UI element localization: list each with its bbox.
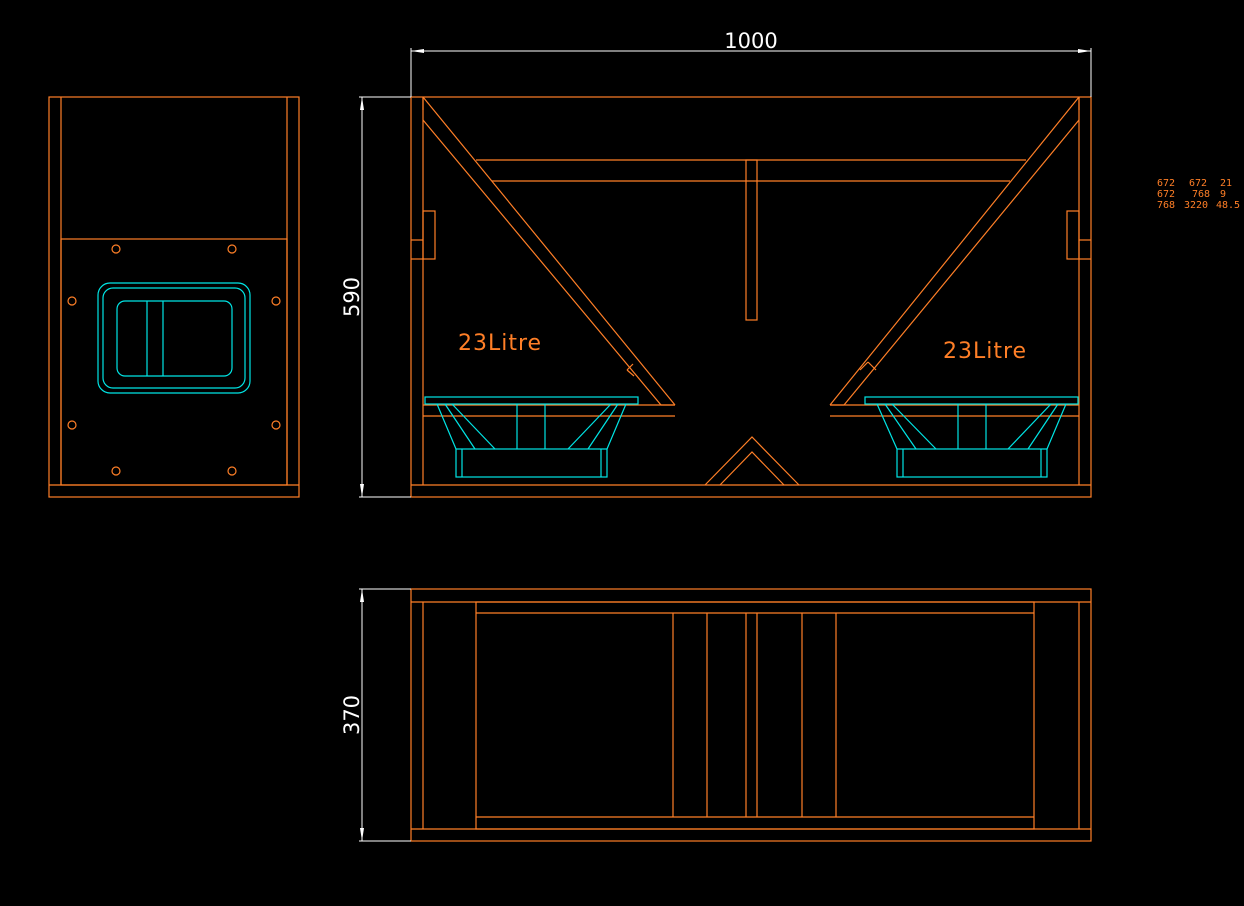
center-rod [745,159,758,321]
plan-inner-frame [475,601,1035,830]
dim-arrow [360,589,364,602]
note-r1-c2: 768 [1192,189,1210,200]
right-diagonal-tick [867,361,877,371]
width-dimension-label: 1000 [724,29,777,53]
dim-arrow [360,484,364,497]
left-diagonal-tick [626,363,634,371]
center-triangle-outer [704,436,800,486]
screw-hole [227,466,237,476]
driver-cone [1007,403,1052,450]
right-diagonal-inner [843,119,1080,406]
center-triangle-inner [719,451,785,486]
note-r0-c1: 672 [1157,178,1175,189]
plan-outer-frame [410,588,1092,842]
dim-arrow [360,97,364,110]
front-outer-frame [48,96,300,498]
left-driver [424,396,639,478]
driver-magnet [896,448,1048,478]
screw-hole [271,420,281,430]
driver-cone [884,403,917,450]
left-volume-label: 23Litre [458,331,542,356]
dimension-width: 1000 [410,29,1092,97]
screw-hole [67,420,77,430]
screw-hole [271,296,281,306]
screw-hole [227,244,237,254]
note-r1-c1: 672 [1157,189,1175,200]
screw-hole [111,466,121,476]
driver-cone [587,403,619,450]
dimension-height: 590 [340,96,411,498]
right-diagonal-tick [859,361,869,371]
note-r1-c3: 9 [1220,189,1226,200]
note-r2-c2: 3220 [1184,200,1208,211]
port-inner [116,300,233,377]
front-baffle-panel [60,238,288,486]
driver-basket [606,403,627,450]
driver-cone [451,403,496,450]
port-outer [97,282,251,394]
left-diagonal-outer [422,96,676,406]
driver-flange [864,396,1079,405]
note-r2-c3: 48.5 [1216,200,1240,211]
right-bracket [1066,210,1080,260]
plan-view [410,588,1092,842]
section-view [410,96,1092,498]
driver-cone [891,403,937,450]
driver-basket [1046,403,1067,450]
driver-magnet [455,448,608,478]
dim-arrow [1078,49,1091,53]
dimension-depth: 370 [340,588,411,842]
right-volume-label: 23Litre [943,339,1027,364]
note-r0-c3: 21 [1220,178,1232,189]
screw-hole [111,244,121,254]
height-dimension-label: 590 [340,277,364,317]
left-diagonal-tick [626,369,635,377]
port-outer-inner [102,287,246,389]
screw-hole [67,296,77,306]
note-r0-c2: 672 [1189,178,1207,189]
section-outer-frame [410,96,1092,498]
driver-cone [444,403,476,450]
driver-cone [1027,403,1059,450]
depth-dimension-label: 370 [340,695,364,735]
left-diagonal-inner [422,119,662,406]
left-bracket [422,210,436,260]
driver-basket [876,403,898,450]
driver-basket [436,403,457,450]
notes-table: 672 672 21 672 768 9 768 3220 48.5 [1157,178,1240,211]
front-view [48,96,300,498]
note-r2-c1: 768 [1157,200,1175,211]
driver-cone [567,403,612,450]
driver-flange [424,396,639,405]
right-driver [864,396,1079,478]
right-diagonal-outer [829,96,1080,406]
dim-arrow [411,49,424,53]
dim-arrow [360,828,364,841]
